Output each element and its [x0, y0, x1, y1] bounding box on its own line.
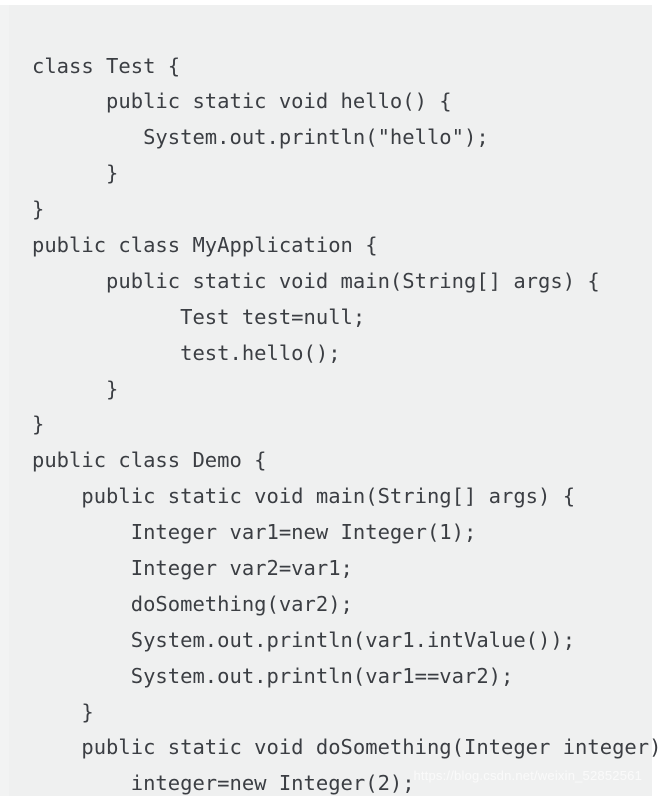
code-line: }: [32, 699, 94, 724]
code-line: public static void main(String[] args) {: [32, 268, 600, 293]
code-line: }: [32, 161, 119, 186]
left-gutter: [0, 5, 9, 796]
code-line: Test test=null;: [32, 304, 366, 329]
code-line: System.out.println(var1==var2);: [32, 663, 514, 688]
code-line: public class Demo {: [32, 448, 267, 473]
code-panel: class Test { public static void hello() …: [0, 5, 660, 796]
code-line: Integer var2=var1;: [32, 555, 353, 580]
code-line: Integer var1=new Integer(1);: [32, 520, 477, 545]
code-line: class Test {: [32, 53, 181, 78]
code-line: public static void main(String[] args) {: [32, 484, 576, 509]
code-line: test.hello();: [32, 340, 341, 365]
code-line: System.out.println(var1.intValue());: [32, 627, 576, 652]
code-line: integer=new Integer(2);: [32, 771, 415, 796]
code-line: }: [32, 412, 45, 437]
code-line: }: [32, 376, 119, 401]
code-line: System.out.println("hello");: [32, 125, 489, 150]
code-line: public class MyApplication {: [32, 232, 378, 257]
code-line: public static void doSomething(Integer i…: [32, 735, 660, 760]
code-block: class Test { public static void hello() …: [32, 49, 660, 796]
code-line: public static void hello() {: [32, 89, 452, 114]
watermark-text: https://blog.csdn.net/weixin_52852561: [413, 768, 642, 783]
code-line: doSomething(var2);: [32, 591, 353, 616]
code-line: }: [32, 197, 45, 222]
